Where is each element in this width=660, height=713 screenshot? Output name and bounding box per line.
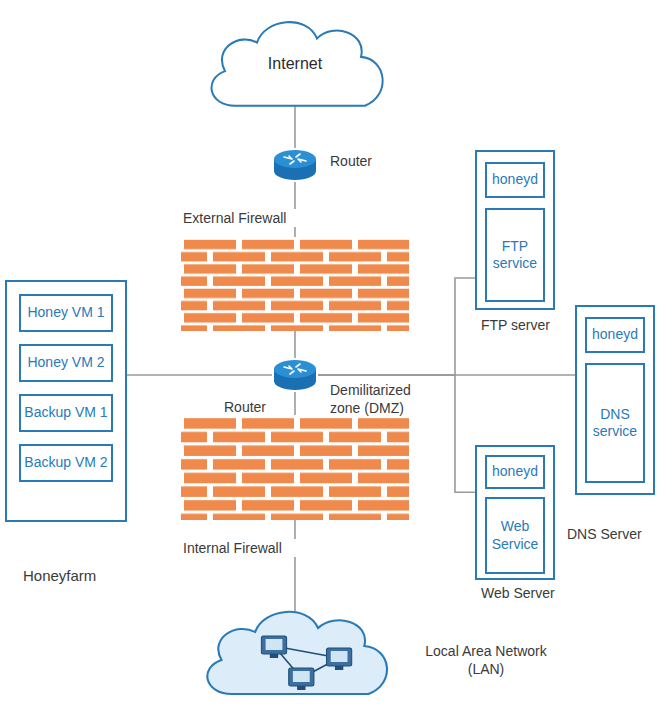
node-label: Honeyfarm: [21, 566, 135, 586]
service-label: honeyd: [492, 463, 538, 481]
lan-cloud: Local Area Network (LAN): [190, 598, 400, 708]
service-box: Honey VM 2: [19, 344, 113, 382]
service-box: DNS service: [585, 363, 645, 483]
node-label: Web Server: [479, 584, 583, 602]
network-link: [294, 392, 296, 415]
node-label: DNS Server: [565, 525, 660, 543]
cloud-node: Internet: [195, 8, 395, 120]
service-box: honeyd: [585, 317, 645, 353]
router-shape: [272, 358, 318, 392]
service-label: FTP service: [490, 238, 540, 273]
service-label: Backup VM 2: [24, 454, 107, 472]
service-box: Web Service: [485, 497, 545, 574]
router-icon: Router: [272, 358, 318, 392]
zone-label: Demilitarized zone (DMZ): [328, 381, 444, 417]
server-box: Web ServerhoneydWeb Service: [475, 445, 555, 580]
service-label: Honey VM 1: [27, 304, 104, 322]
server-box: DNS ServerhoneydDNS service: [575, 305, 655, 495]
lan-shape: [190, 598, 400, 708]
service-box: Honey VM 1: [19, 294, 113, 332]
cloud-label: Internet: [268, 55, 322, 73]
node-label: External Firewall: [181, 209, 335, 227]
service-label: Honey VM 2: [27, 354, 104, 372]
network-link: [294, 520, 296, 611]
firewall-wall: Internal Firewall: [181, 415, 409, 520]
node-label: Internal Firewall: [181, 539, 335, 557]
node-label: Router: [222, 398, 274, 416]
brick-pattern: [181, 237, 409, 331]
service-label: Backup VM 1: [24, 404, 107, 422]
service-label: DNS service: [590, 406, 640, 441]
server-box: HoneyfarmHoney VM 1Honey VM 2Backup VM 1…: [5, 280, 127, 522]
node-label: FTP server: [479, 316, 583, 334]
service-box: Backup VM 1: [19, 394, 113, 432]
service-label: honeyd: [592, 326, 638, 344]
network-link: [294, 331, 296, 358]
service-box: FTP service: [485, 208, 545, 302]
network-link: [127, 374, 272, 376]
service-box: honeyd: [485, 455, 545, 489]
service-label: Web Service: [490, 518, 540, 553]
service-box: honeyd: [485, 162, 545, 198]
network-link: [318, 374, 575, 376]
router-shape: [272, 148, 318, 182]
node-label: Local Area Network (LAN): [418, 642, 554, 678]
cloud-text-holder: Internet: [195, 8, 395, 120]
network-link: [294, 105, 296, 148]
firewall-wall: External Firewall: [181, 237, 409, 331]
server-box: FTP serverhoneydFTP service: [475, 150, 555, 310]
service-box: Backup VM 2: [19, 444, 113, 482]
service-label: honeyd: [492, 171, 538, 189]
brick-pattern: [181, 415, 409, 520]
router-icon: Router: [272, 148, 318, 182]
node-label: Router: [328, 152, 392, 170]
